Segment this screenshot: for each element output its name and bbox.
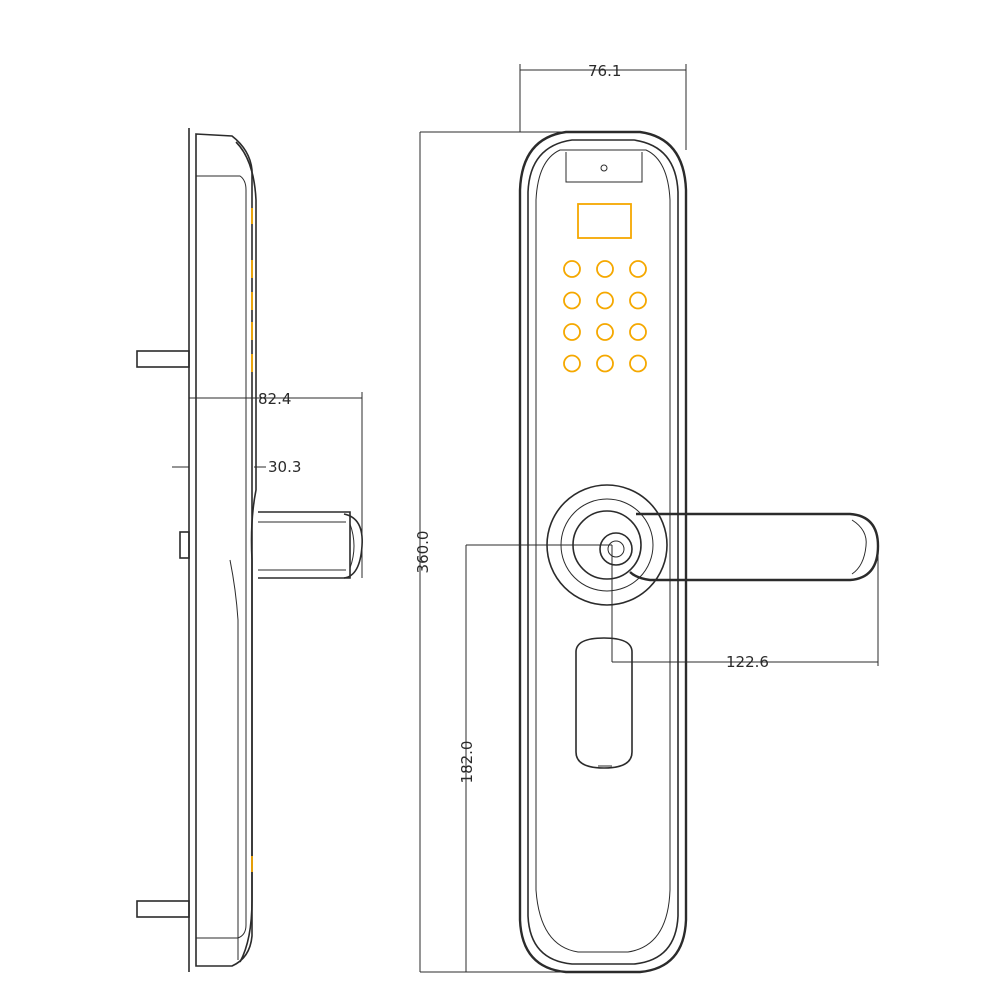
side-front-curve [229,559,239,960]
dim-front-width: 76.1 [519,62,687,150]
dim-label-360-0: 360.0 [414,531,432,574]
lever-handle-tip [851,519,867,575]
keypad-button-r2-c1 [563,291,581,310]
dim-side-plate-depth: 30.3 [172,458,301,476]
dim-side-depth-total: 82.4 [189,390,363,578]
keypad-button-r3-c1 [563,323,581,341]
side-front-face [235,141,257,963]
dim-label-76-1: 76.1 [588,62,621,80]
keypad-button-r4-c2 [596,354,614,373]
dim-label-30-3: 30.3 [268,458,301,476]
side-plate-inner [196,175,247,939]
dim-label-182-0: 182.0 [458,741,476,784]
camera-icon [600,164,608,172]
front-view: 76.1 360.0 182.0 122.6 [414,62,880,974]
front-inner-bevel [527,139,679,965]
dim-label-82-4: 82.4 [258,390,291,408]
side-plate-body [195,133,253,967]
keypad-button-r1-c2 [596,260,614,278]
keypad-button-r4-c1 [563,354,581,373]
keypad [563,260,647,373]
keypad-button-r2-c2 [596,291,614,310]
keypad-button-r3-c2 [596,323,614,341]
keypad-button-r4-c3 [629,354,647,373]
bottom-mounting-bolt [136,900,190,918]
side-handle-spindle [258,511,363,579]
lever-handle [629,512,880,582]
side-rear-latch [179,531,190,559]
top-sensor-window [565,152,643,183]
dim-handle-center-height: 182.0 [458,544,612,972]
front-face-panel [535,149,671,953]
front-outer-body [518,130,688,974]
fingerprint-reader [575,637,633,769]
dim-handle-length: 122.6 [612,546,879,671]
display-screen [577,203,632,239]
keypad-button-r3-c3 [629,323,647,341]
keypad-button-r2-c3 [629,291,647,310]
dim-front-height: 360.0 [414,131,566,973]
top-mounting-bolt [136,350,190,368]
keypad-button-r1-c3 [629,260,647,278]
dim-label-122-6: 122.6 [726,653,769,671]
keypad-button-r1-c1 [563,260,581,278]
side-view: 82.4 30.3 [136,128,363,972]
